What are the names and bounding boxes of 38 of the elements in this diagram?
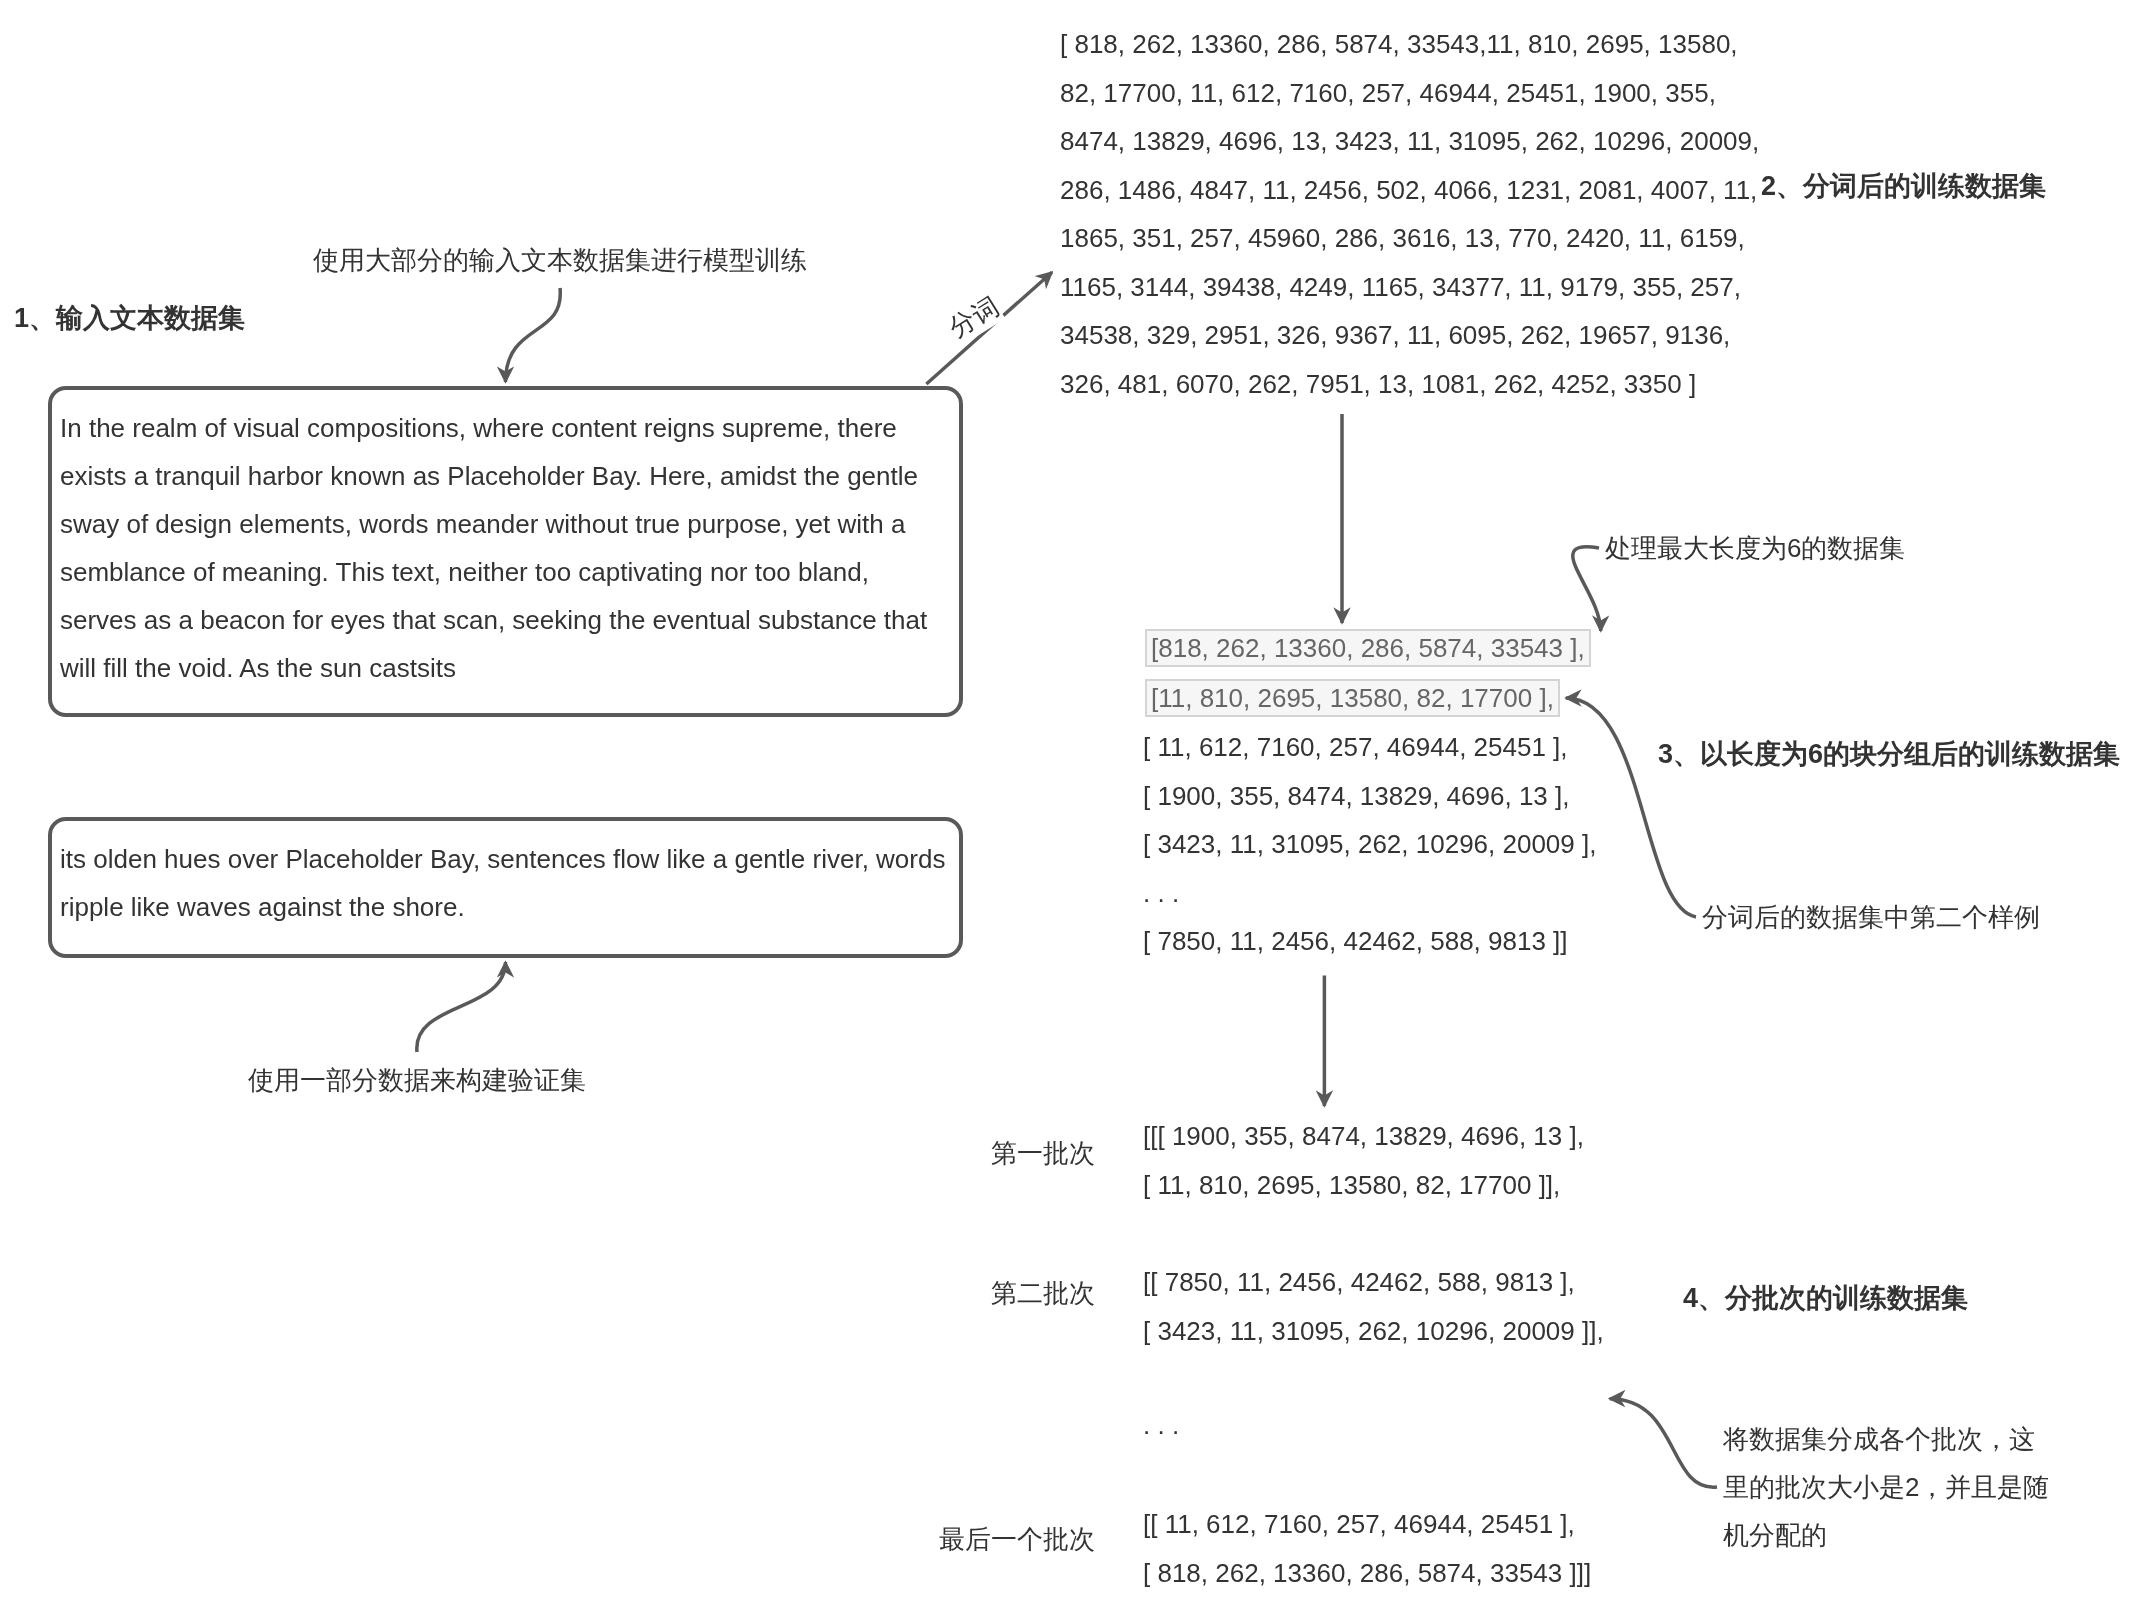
batch-row-text: [ 818, 262, 13360, 286, 5874, 33543 ]]] <box>1143 1556 1592 1590</box>
arrow <box>498 288 562 384</box>
arrow <box>925 270 1054 386</box>
batch-row-text: [ 3423, 11, 31095, 262, 10296, 20009 ]], <box>1143 1314 1604 1348</box>
highlighted-row: [818, 262, 13360, 286, 5874, 33543 ], <box>1145 629 1591 667</box>
arrow <box>1607 1391 1718 1489</box>
chunk-row-text: . . . <box>1143 876 1181 910</box>
batch-name: 最后一个批次 <box>939 1523 1095 1556</box>
text-box <box>48 817 963 958</box>
annotation-text: 处理最大长度为6的数据集 <box>1605 524 1906 572</box>
chunk-row-text: [ 1900, 355, 8474, 13829, 4696, 13 ], <box>1143 779 1571 813</box>
batch-name: 第二批次 <box>991 1277 1095 1310</box>
annotation-text: 使用一部分数据来构建验证集 <box>248 1056 586 1104</box>
batch-row-text: [ 11, 810, 2695, 13580, 82, 17700 ]], <box>1143 1168 1562 1202</box>
section-heading: 1、输入文本数据集 <box>14 302 246 335</box>
batch-row-text: [[ 11, 612, 7160, 257, 46944, 25451 ], <box>1143 1508 1576 1541</box>
chunk-row-text: [ 3423, 11, 31095, 262, 10296, 20009 ], <box>1143 828 1597 861</box>
section-heading: 2、分词后的训练数据集 <box>1761 170 2047 203</box>
annotation-text: 将数据集分成各个批次，这里的批次大小是2，并且是随机分配的 <box>1723 1415 2053 1559</box>
batch-name: 第一批次 <box>991 1137 1095 1170</box>
batch-row-text: [[ 7850, 11, 2456, 42462, 588, 9813 ], <box>1143 1266 1576 1299</box>
section-heading: 3、以长度为6的块分组后的训练数据集 <box>1658 738 2121 771</box>
arrow <box>1564 692 1697 919</box>
ellipsis-text: . . . <box>1143 1410 1180 1441</box>
arrow <box>415 960 512 1053</box>
text-box <box>48 386 963 717</box>
batch-row-text: [[[ 1900, 355, 8474, 13829, 4696, 13 ], <box>1143 1120 1584 1153</box>
arrow <box>1315 975 1334 1108</box>
chunk-row-text: [ 11, 612, 7160, 257, 46944, 25451 ], <box>1143 731 1569 764</box>
annotation-text: 分词后的数据集中第二个样例 <box>1702 893 2040 941</box>
annotation-text: 使用大部分的输入文本数据集进行模型训练 <box>313 236 807 284</box>
paragraph-text: its olden hues over Placeholder Bay, sentences flow like a gentle river, words ripple like waves against the shore. <box>60 843 947 924</box>
arrow <box>1333 414 1351 625</box>
arrow <box>1571 545 1608 633</box>
chunk-row-text: [ 7850, 11, 2456, 42462, 588, 9813 ]] <box>1143 925 1569 958</box>
highlighted-row: [11, 810, 2695, 13580, 82, 17700 ], <box>1145 679 1560 717</box>
paragraph-text: In the realm of visual compositions, where content reigns supreme, there exists a tranquil harbor known as Placeholder Bay. Here, amidst the gentle sway of design elements, words meander without true purpose, yet with a semblance of meaning. This text, neither too captivating nor too bland, serves as a beacon for eyes that scan, seeking the eventual substance that will fill the void. As the sun castsits <box>60 412 929 685</box>
section-heading: 4、分批次的训练数据集 <box>1683 1282 1969 1315</box>
